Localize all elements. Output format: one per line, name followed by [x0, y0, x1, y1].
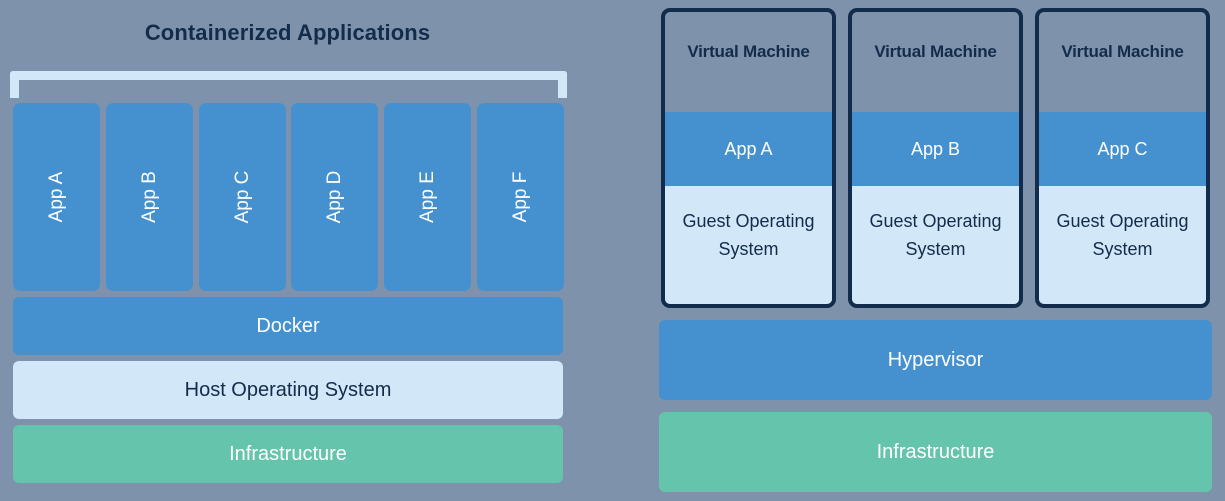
container-bracket: [10, 71, 567, 98]
container-app-label: App D: [323, 170, 345, 224]
infrastructure-layer-right: Infrastructure: [659, 412, 1212, 492]
container-app-card: App A: [13, 103, 100, 291]
virtual-machine-box: Virtual Machine App C Guest Operating Sy…: [1035, 8, 1210, 308]
container-app-card: App C: [199, 103, 286, 291]
guest-operating-system: Guest Operating System: [665, 186, 832, 304]
virtual-machine-title: Virtual Machine: [687, 42, 810, 61]
container-app-label: App F: [509, 171, 531, 223]
hypervisor-layer: Hypervisor: [659, 320, 1212, 400]
container-app-label: App E: [416, 171, 438, 223]
virtual-machine-title: Virtual Machine: [1061, 42, 1184, 61]
container-app-label: App C: [231, 170, 253, 224]
infrastructure-layer-left: Infrastructure: [13, 425, 563, 483]
docker-layer: Docker: [13, 297, 563, 355]
virtual-machine-box: Virtual Machine App A Guest Operating Sy…: [661, 8, 836, 308]
guest-operating-system: Guest Operating System: [852, 186, 1019, 304]
container-app-label: App B: [138, 171, 160, 223]
host-operating-system-layer: Host Operating System: [13, 361, 563, 419]
container-app-label: App A: [45, 171, 67, 223]
virtual-machine-box: Virtual Machine App B Guest Operating Sy…: [848, 8, 1023, 308]
containers-panel-title: Containerized Applications: [144, 20, 431, 45]
container-app-card: App D: [291, 103, 378, 291]
guest-operating-system: Guest Operating System: [1039, 186, 1206, 304]
virtual-machine-title: Virtual Machine: [874, 42, 997, 61]
virtual-machine-app: App A: [665, 112, 832, 186]
virtual-machine-app: App B: [852, 112, 1019, 186]
container-app-card: App E: [384, 103, 471, 291]
virtual-machine-app: App C: [1039, 112, 1206, 186]
container-app-card: App F: [477, 103, 564, 291]
container-app-card: App B: [106, 103, 193, 291]
